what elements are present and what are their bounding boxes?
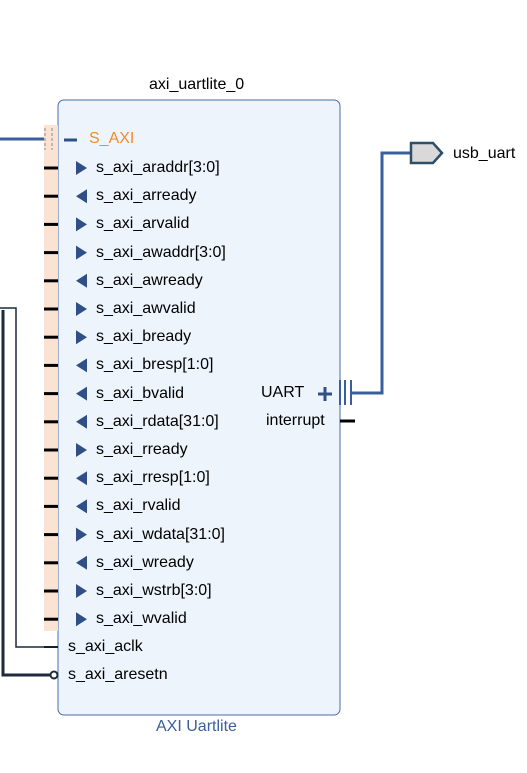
input-arrow-icon	[76, 443, 87, 457]
input-arrow-icon	[76, 245, 87, 260]
input-arrow-icon	[76, 302, 87, 316]
pin-label[interactable]: s_axi_bresp[1:0]	[96, 356, 214, 374]
input-arrow-icon	[76, 330, 87, 345]
axi-bus-strip	[44, 125, 58, 631]
ip-name-label: AXI Uartlite	[156, 718, 237, 735]
block-instance-name: axi_uartlite_0	[149, 76, 245, 93]
external-port-label: usb_uart	[453, 145, 516, 162]
output-arrow-icon	[76, 189, 87, 204]
output-arrow-icon	[76, 471, 87, 486]
clock-pin-label[interactable]: s_axi_aclk	[68, 638, 143, 655]
pin-label[interactable]: s_axi_wready	[96, 553, 194, 571]
input-arrow-icon	[76, 612, 87, 627]
reset-active-low-bubble	[49, 670, 59, 680]
input-arrow-icon	[76, 584, 87, 598]
pin-label[interactable]: s_axi_bvalid	[96, 384, 185, 402]
output-arrow-icon	[76, 414, 87, 429]
s-axi-interface-label[interactable]: S_AXI	[89, 130, 135, 147]
reset-wire[interactable]	[1, 310, 50, 677]
pin-label[interactable]: s_axi_arvalid	[96, 215, 190, 233]
bus-connector-icon[interactable]	[44, 128, 53, 150]
pin-label[interactable]: s_axi_awaddr[3:0]	[96, 243, 226, 261]
uart-bus-wire[interactable]	[351, 151, 412, 395]
pin-label[interactable]: s_axi_wdata[31:0]	[96, 525, 225, 543]
output-arrow-icon	[76, 358, 87, 373]
uart-interface-label[interactable]: UART	[261, 384, 305, 401]
input-arrow-icon	[76, 527, 87, 542]
input-arrow-icon	[76, 217, 87, 232]
output-arrow-icon	[76, 386, 87, 401]
clock-wire[interactable]	[0, 307, 58, 648]
pin-label[interactable]: s_axi_rvalid	[96, 497, 181, 515]
pin-label[interactable]: s_axi_arready	[96, 187, 197, 205]
pin-label[interactable]: s_axi_wstrb[3:0]	[96, 582, 212, 599]
output-arrow-icon	[76, 555, 87, 570]
pin-label[interactable]: s_axi_awready	[96, 271, 203, 289]
uart-expand-plus-icon[interactable]	[318, 387, 332, 401]
output-arrow-icon	[76, 499, 87, 514]
pin-label[interactable]: s_axi_rdata[31:0]	[96, 412, 219, 430]
pin-label[interactable]: s_axi_wvalid	[96, 610, 187, 628]
input-arrow-icon	[76, 161, 87, 175]
external-output-port-icon[interactable]	[409, 141, 444, 165]
uart-bus-connector-icon[interactable]	[339, 380, 352, 405]
pin-label[interactable]: s_axi_rready	[96, 441, 188, 458]
pin-label[interactable]: s_axi_araddr[3:0]	[96, 159, 220, 176]
pin-label[interactable]: s_axi_awvalid	[96, 300, 196, 317]
reset-pin-label[interactable]: s_axi_aresetn	[68, 666, 168, 683]
interrupt-pin-label[interactable]: interrupt	[266, 412, 325, 429]
pin-label[interactable]: s_axi_bready	[96, 328, 192, 346]
output-arrow-icon	[76, 273, 87, 288]
pin-label[interactable]: s_axi_rresp[1:0]	[96, 469, 210, 487]
